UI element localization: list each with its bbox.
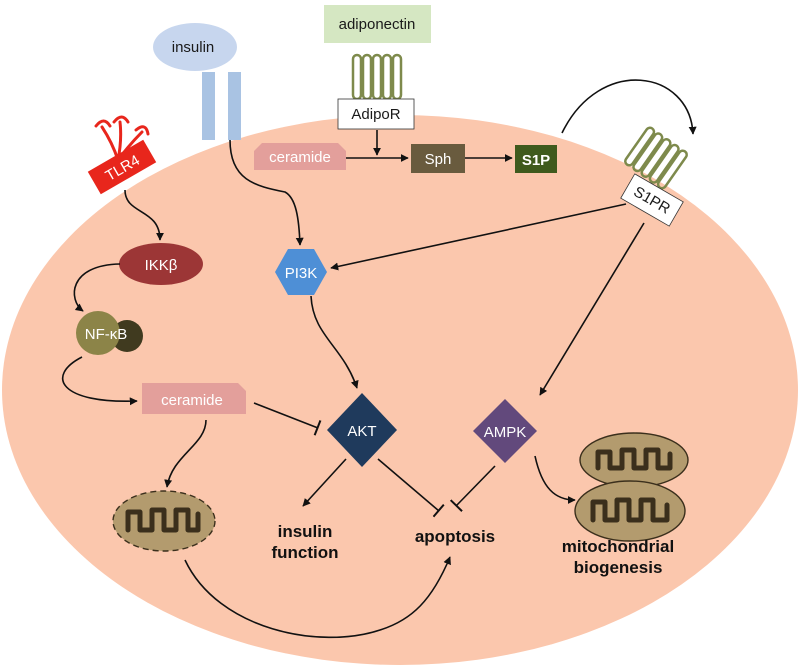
pi3k-label: PI3K (285, 265, 318, 282)
insulin-label: insulin (172, 39, 215, 56)
ceramide-top-label: ceramide (269, 149, 331, 166)
arrow-nfkb-to-ceramide (62, 356, 138, 406)
inhibit-ampk-to-apoptosis (449, 465, 496, 512)
ceramide-mid-box (142, 383, 246, 414)
ampk-label: AMPK (484, 424, 527, 441)
mitochondrion-damaged-icon (112, 490, 216, 552)
insulin-function-label-line2: function (271, 543, 338, 562)
inhibit-akt-to-apoptosis (377, 458, 445, 518)
s1p-box (515, 145, 557, 173)
sph-box (411, 144, 465, 173)
arrow-tlr4-to-ikkb (124, 189, 164, 241)
cell-body (2, 115, 798, 665)
insulin-receptor-left (202, 72, 215, 140)
arrow-s1pr-to-pi3k (330, 203, 627, 271)
adipor-label: AdipoR (351, 106, 400, 123)
ceramide-mid-label: ceramide (161, 392, 223, 409)
arrow-ampk-to-mitochondria (534, 455, 576, 504)
apoptosis-label: apoptosis (415, 527, 495, 546)
arrow-akt-to-insulin-function (302, 458, 347, 507)
insulin-ligand (153, 23, 237, 71)
mitochondrion-bottom-icon (574, 480, 686, 542)
mito-biogenesis-label-line1: mitochondrial (562, 537, 674, 556)
arrow-s1pr-to-ampk (539, 222, 645, 396)
nfkb-node-light (76, 311, 120, 355)
arrow-insulin-to-pi3k (229, 139, 304, 246)
insulin-receptor-right (228, 72, 241, 140)
mitochondrion-top-icon (579, 432, 689, 488)
akt-label: AKT (347, 423, 376, 440)
inhibit-ceramide-to-akt (253, 402, 322, 436)
ampk-node (473, 399, 537, 463)
arrow-pi3k-to-akt (310, 295, 359, 389)
akt-node (327, 393, 397, 467)
adipor-box (337, 98, 415, 130)
arrow-ceramide-to-mito (164, 419, 207, 488)
s1pr-receptor-icon (624, 126, 688, 190)
ikkb-label: IKKβ (145, 257, 178, 274)
mito-biogenesis-label-line2: biogenesis (574, 558, 663, 577)
pi3k-node (275, 249, 327, 295)
ikkb-node (119, 243, 203, 285)
arrow-s1p-to-s1pr (561, 79, 697, 135)
adiponectin-box (324, 5, 431, 43)
arrow-ikkb-to-nfkb (73, 263, 121, 312)
nfkb-label: NF-κB (85, 326, 128, 343)
adipor-receptor-icon (351, 53, 403, 101)
s1p-label: S1P (522, 152, 550, 169)
adiponectin-label: adiponectin (339, 16, 416, 33)
sph-label: Sph (425, 151, 452, 168)
insulin-function-label-line1: insulin (278, 522, 333, 541)
ceramide-top-box (254, 143, 346, 170)
arrow-mito-to-apoptosis (184, 556, 451, 639)
